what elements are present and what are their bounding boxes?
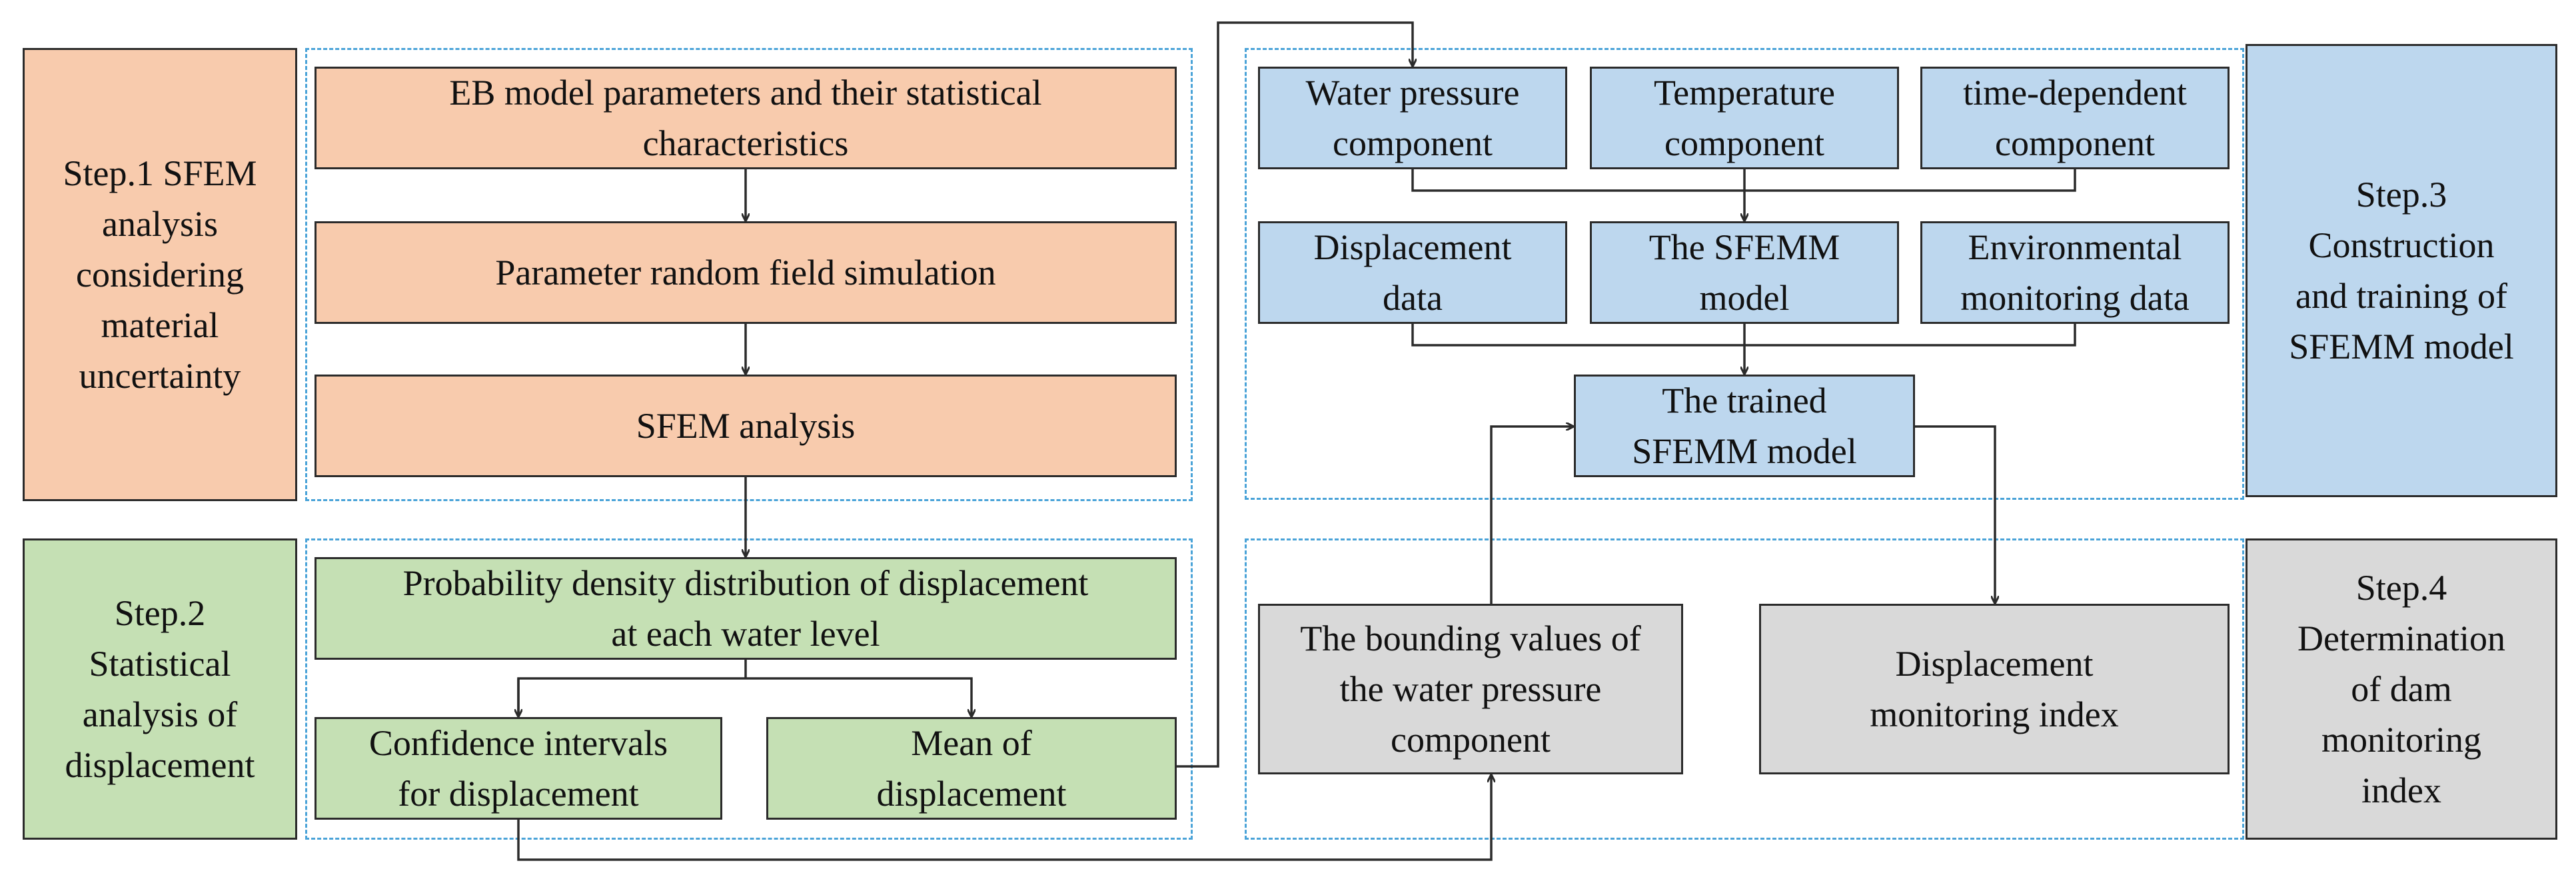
step2-label: Step.2 Statistical analysis of displacem…	[23, 538, 297, 840]
environmental-monitoring-data-box: Environmental monitoring data	[1920, 221, 2230, 324]
sfem-analysis-box: SFEM analysis	[315, 375, 1177, 477]
step3-label: Step.3 Construction and training of SFEM…	[2246, 44, 2557, 497]
displacement-data-box: Displacement data	[1258, 221, 1567, 324]
bounding-values-box: The bounding values of the water pressur…	[1258, 604, 1683, 774]
step1-label: Step.1 SFEM analysis considering materia…	[23, 48, 297, 501]
probability-density-box: Probability density distribution of disp…	[315, 557, 1177, 660]
time-dependent-component-box: time-dependent component	[1920, 67, 2230, 169]
step4-label: Step.4 Determination of dam monitoring i…	[2246, 538, 2557, 840]
mean-displacement-box: Mean of displacement	[766, 717, 1177, 820]
random-field-simulation-box: Parameter random field simulation	[315, 221, 1177, 324]
displacement-monitoring-index-box: Displacement monitoring index	[1759, 604, 2230, 774]
temperature-component-box: Temperature component	[1590, 67, 1899, 169]
trained-sfemm-model-box: The trained SFEMM model	[1574, 375, 1915, 477]
eb-model-parameters-box: EB model parameters and their statistica…	[315, 67, 1177, 169]
sfemm-model-box: The SFEMM model	[1590, 221, 1899, 324]
water-pressure-component-box: Water pressure component	[1258, 67, 1567, 169]
confidence-intervals-box: Confidence intervals for displacement	[315, 717, 722, 820]
